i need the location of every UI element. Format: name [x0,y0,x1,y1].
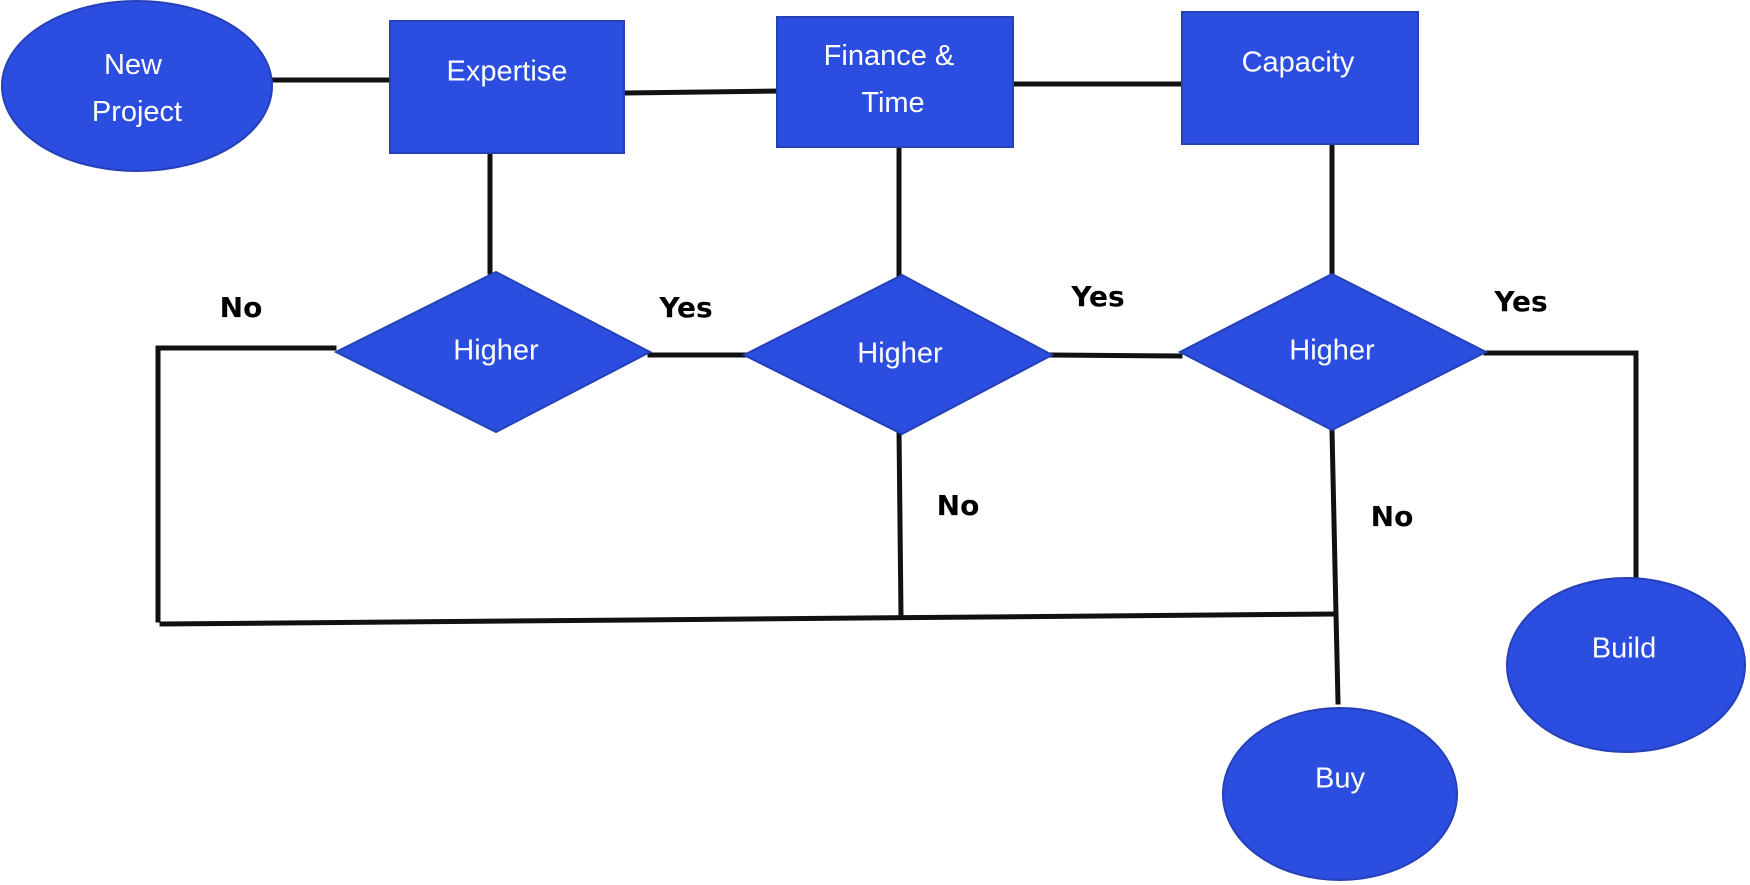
finance-time-node: Finance & Time [776,16,1014,148]
decision-diamond-1 [333,270,653,434]
capacity-box [1181,11,1419,145]
expertise-label: Expertise [447,56,568,88]
finance-time-label: Finance & Time [824,40,963,119]
new-project-ellipse [1,0,273,172]
expertise-box [389,20,625,154]
expertise-node: Expertise [389,20,625,154]
capacity-label: Capacity [1242,47,1355,79]
edge-label-yes-3: Yes [1493,285,1547,318]
edge-expertise-finance [623,88,781,96]
edge-higher3-buy [1329,427,1341,705]
edge-label-yes-1: Yes [658,291,712,324]
decision-label-3: Higher [1289,335,1375,367]
decision-label-1: Higher [453,335,539,367]
build-label: Build [1592,633,1657,665]
buy-label: Buy [1315,763,1365,795]
edge-bottom-bus [159,611,1339,627]
edge-higher2-higher3 [1049,352,1183,359]
edge-label-no-3: No [1371,500,1414,533]
build-ellipse [1506,577,1746,753]
capacity-node: Capacity [1181,11,1419,145]
buy-node: Buy [1222,707,1458,881]
connectors [155,77,1639,705]
decision-label-2: Higher [857,338,943,370]
buy-ellipse [1222,707,1458,881]
decision-higher-3: Higher [1177,272,1489,432]
decision-diamond-2 [741,273,1055,436]
edge-label-yes-2: Yes [1070,280,1124,313]
decision-higher-2: Higher [741,273,1055,436]
new-project-node: New Project [1,0,273,172]
edge-labels: No Yes Yes Yes No No [220,280,1548,533]
finance-time-box [776,16,1014,148]
build-node: Build [1506,577,1746,753]
decision-diamond-3 [1177,272,1489,432]
edge-label-no-2: No [937,489,980,522]
edge-higher3-build [1483,350,1639,583]
edge-higher1-no-path [155,345,337,623]
edge-higher2-no [896,427,904,619]
edge-label-no-1: No [220,291,263,324]
new-project-label: New Project [92,49,182,128]
decision-higher-1: Higher [333,270,653,434]
